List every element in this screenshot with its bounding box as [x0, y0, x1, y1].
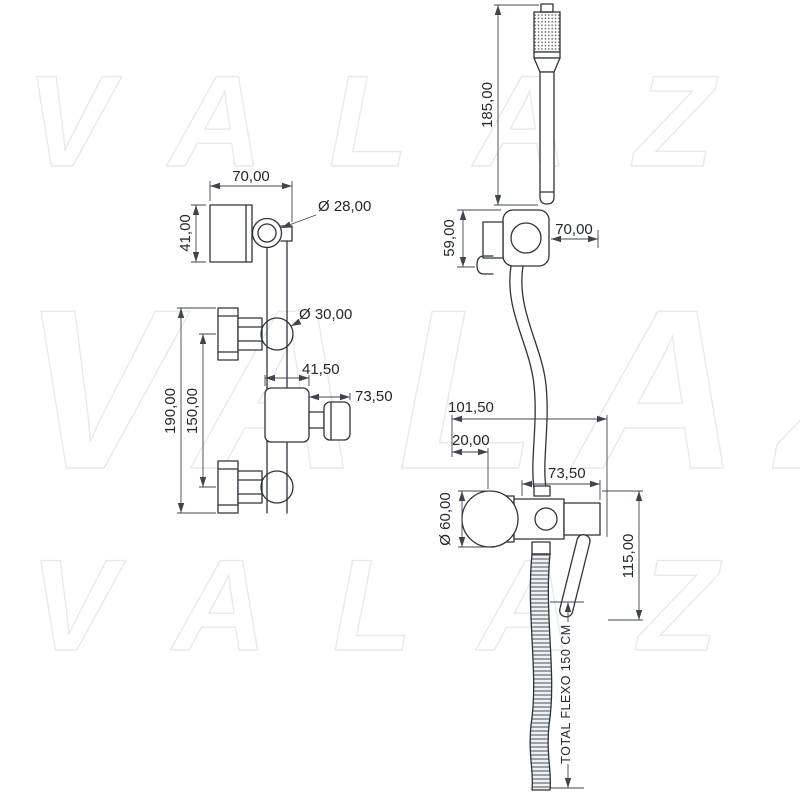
dim-body-depth-extensions — [521, 480, 601, 500]
dim-label-bracket-circle: Ø 30,00 — [299, 306, 352, 323]
dim-hose-length: TOTAL FLEXO 150 CM — [550, 602, 584, 788]
dim-outer-span: 190,00 — [162, 307, 216, 514]
dim-inner-span: 150,00 — [184, 333, 216, 488]
lower-bracket-nut — [237, 470, 263, 504]
dim-handshower-extensions — [494, 4, 539, 206]
dim-label-body-width: 41,50 — [302, 361, 340, 378]
dim-label-handle-length: 73,50 — [355, 388, 393, 405]
dim-top-circle: Ø 28,00 — [280, 198, 371, 229]
mixer-bottom-hose-nut — [531, 541, 551, 555]
mixer-cartridge-housing — [563, 502, 601, 536]
lower-bracket-nut-facets — [237, 479, 263, 495]
dim-label-body-depth: 73,50 — [548, 465, 586, 482]
dim-label-handle-drop: 115,00 — [620, 534, 637, 579]
mixer-handle-stem-front — [308, 411, 325, 429]
dim-label-hose-length: TOTAL FLEXO 150 CM — [559, 624, 573, 763]
dim-label-escutcheon-diameter: Ø 60,00 — [437, 492, 454, 545]
handshower-head-band — [533, 51, 561, 59]
upper-bracket-plate-facets — [217, 315, 239, 353]
dim-wall-offset: 20,00 — [452, 432, 490, 489]
dim-label-top-circle: Ø 28,00 — [318, 198, 371, 215]
dim-label-handshower-length: 185,00 — [479, 82, 496, 128]
dim-total-depth: 101,50 — [448, 399, 608, 537]
dim-label-top-height: 41,00 — [177, 214, 194, 252]
top-bracket-clamp — [280, 225, 293, 242]
dim-handle-drop-extensions — [602, 490, 643, 621]
handshower-tip — [540, 3, 554, 13]
upper-hose-left-edge — [509, 265, 536, 489]
brand-watermark: VALAZ VALAZ VALAZ — [21, 47, 800, 678]
dim-top-height-extensions — [191, 204, 206, 263]
mixer-body-front — [264, 387, 310, 443]
dim-label-holder-depth: 70,00 — [555, 221, 593, 238]
watermark-row-top: VALAZ — [26, 48, 780, 194]
upper-bracket-ring — [260, 317, 294, 351]
front-view: 70,00 41,00 Ø 28,00 Ø 30,00 41,50 73,50 — [162, 168, 393, 514]
holder-knob — [510, 222, 542, 254]
mixer-top-hose-nut — [533, 485, 551, 497]
dim-escutcheon-extensions — [458, 490, 486, 548]
mixer-handle-knob-front — [323, 401, 351, 441]
dim-bracket-circle-leader — [290, 318, 302, 327]
dim-total-depth-extensions — [451, 415, 608, 537]
dim-body-depth: 73,50 — [521, 465, 601, 500]
dim-holder-height: 59,00 — [441, 209, 501, 268]
dim-holder-height-extensions — [457, 209, 501, 268]
dim-body-width: 41,50 — [264, 361, 340, 386]
handshower-knurled-head — [533, 11, 561, 53]
holder-arm — [482, 221, 504, 259]
mixer-diverter-knob — [534, 507, 558, 531]
dim-outer-span-extensions — [177, 307, 216, 514]
dim-label-holder-height: 59,00 — [441, 219, 458, 257]
dim-escutcheon-diameter: Ø 60,00 — [437, 490, 486, 548]
watermark-row-middle: VALAZ — [22, 263, 800, 517]
upper-hose-right-edge — [521, 265, 548, 489]
dim-handle-length: 73,50 — [309, 388, 393, 405]
lower-flexible-hose — [529, 553, 553, 791]
dim-top-width-extensions — [209, 181, 293, 222]
dim-top-circle-leader — [280, 214, 317, 229]
dim-holder-depth: 70,00 — [551, 221, 599, 248]
dim-top-height: 41,00 — [177, 204, 206, 263]
dim-body-width-extensions — [264, 375, 310, 386]
side-view: 185,00 59,00 70,00 101,50 20,00 73,50 — [437, 3, 643, 791]
top-bracket-knob-outer — [251, 217, 283, 249]
dim-top-width: 70,00 — [209, 168, 293, 222]
dim-label-top-width: 70,00 — [232, 168, 270, 185]
lower-bracket-ring — [260, 470, 294, 504]
upper-bracket-nut-facets — [237, 326, 263, 342]
dim-handshower-length: 185,00 — [479, 4, 539, 206]
dim-inner-span-extensions — [199, 333, 216, 488]
dim-label-outer-span: 190,00 — [162, 388, 179, 434]
lower-bracket-plate-facets — [217, 468, 239, 506]
watermark-row-bottom: VALAZ — [30, 532, 784, 678]
mixer-escutcheon — [461, 490, 519, 548]
handshower-handle — [539, 71, 555, 205]
holder-hose-hook — [476, 255, 494, 275]
dim-label-total-depth: 101,50 — [448, 399, 494, 416]
upper-bracket-nut — [237, 317, 263, 351]
dim-label-inner-span: 150,00 — [184, 388, 201, 434]
top-bracket-knob-inner — [257, 223, 277, 243]
dim-handle-drop: 115,00 — [602, 490, 643, 621]
dim-label-wall-offset: 20,00 — [452, 432, 490, 449]
dim-bracket-circle: Ø 30,00 — [290, 306, 352, 327]
